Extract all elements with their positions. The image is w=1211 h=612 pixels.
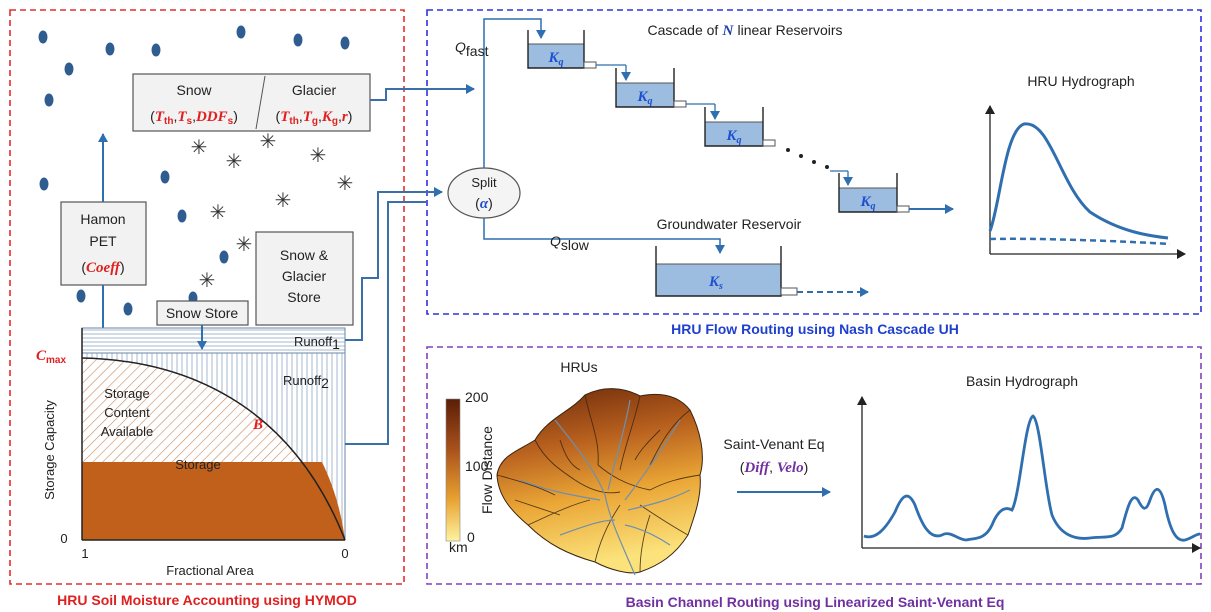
svg-text:Split: Split [471, 175, 497, 190]
runoff2-to-channel-flow [345, 201, 426, 445]
bottom-right-panel-frame [426, 346, 1202, 585]
runoff2-label: Runoff2 [283, 373, 329, 391]
left-panel-frame [9, 9, 405, 585]
top-right-panel-caption: HRU Flow Routing using Nash Cascade UH [671, 321, 959, 337]
svg-text:✳: ✳ [260, 129, 277, 153]
snow-label: Snow [176, 82, 212, 98]
top-right-panel-frame [426, 9, 1202, 315]
nash-reservoir-2: Kq [615, 68, 687, 108]
hrus-title: HRUs [560, 359, 597, 375]
svg-text:✳: ✳ [226, 149, 243, 173]
svg-text:Glacier: Glacier [282, 268, 327, 284]
cascade-title: Cascade of N linear Reservoirs [647, 22, 842, 39]
svg-text:✳: ✳ [337, 171, 354, 195]
svg-text:✳: ✳ [210, 200, 227, 224]
basin-hru-map [496, 388, 703, 576]
hru-hydrograph [985, 105, 1186, 259]
svg-text:200: 200 [465, 389, 489, 405]
storage-content-line3: Available [101, 424, 154, 439]
storage-content-line2: Content [104, 405, 150, 420]
snow-glacier-store-box: Snow & Glacier Store [255, 231, 354, 326]
x-tick-right: 0 [341, 546, 348, 561]
nash-reservoir-1: Kq [527, 30, 597, 69]
flow-distance-colorbar: 200 100 0 Flow Distance km [445, 389, 495, 555]
svg-text:Store: Store [287, 289, 321, 305]
basin-hydrograph [857, 396, 1201, 553]
nash-reservoir-3: Kq [704, 107, 776, 147]
svg-text:✳: ✳ [236, 232, 253, 256]
svg-text:100: 100 [465, 458, 489, 474]
glacier-label: Glacier [292, 82, 337, 98]
cmax-label: Cmax [36, 348, 66, 366]
svg-text:✳: ✳ [310, 143, 327, 167]
qslow-label: Qslow [550, 233, 590, 253]
glacier-params: (Tth,Tg,Kg,r) [276, 108, 353, 127]
pet-line2: PET [89, 233, 117, 249]
storage-content-line1: Storage [104, 386, 150, 401]
kq-label-n: Kq [859, 194, 875, 212]
ks-label: Ks [708, 274, 723, 292]
groundwater-reservoir: Ks [655, 246, 798, 297]
glacier-to-split-flow [370, 84, 475, 101]
snow-store-box: Snow Store [156, 300, 249, 326]
groundwater-title: Groundwater Reservoir [657, 216, 802, 232]
y-tick-zero: 0 [60, 531, 67, 546]
b-parameter: B [252, 417, 263, 433]
saint-venant-params: (Diff, Velo) [740, 459, 809, 476]
x-axis-label: Fractional Area [166, 563, 254, 578]
qfast-line [483, 18, 546, 168]
hymod-storage [81, 327, 346, 541]
hru-hydrograph-title: HRU Hydrograph [1027, 73, 1134, 89]
store-to-split-flow [345, 187, 443, 341]
pet-line1: Hamon [80, 211, 125, 227]
hamon-pet-box: Hamon PET (Coeff) [60, 201, 147, 286]
basin-hydrograph-title: Basin Hydrograph [966, 373, 1078, 389]
kq-label-3: Kq [725, 128, 741, 146]
svg-text:km: km [449, 539, 468, 555]
storage-label: Storage [175, 457, 221, 472]
snow-glacier-box: Snow Glacier (Tth,Ts,DDFs) (Tth,Tg,Kg,r) [132, 73, 371, 132]
qfast-label: Qfast [455, 39, 489, 59]
svg-text:Flow Distance: Flow Distance [479, 426, 495, 514]
runoff1-label: Runoff1 [294, 334, 340, 352]
saint-venant-label: Saint-Venant Eq [723, 436, 824, 452]
svg-text:Snow &: Snow & [280, 247, 329, 263]
split-node: Split (α) [447, 167, 521, 219]
split-param: (α) [475, 195, 493, 212]
kq-label-2: Kq [636, 89, 652, 107]
x-tick-left: 1 [81, 546, 88, 561]
pet-param: (Coeff) [81, 259, 124, 276]
svg-text:✳: ✳ [191, 135, 208, 159]
svg-text:Snow Store: Snow Store [166, 305, 239, 321]
svg-text:✳: ✳ [199, 268, 216, 292]
svg-text:✳: ✳ [275, 188, 292, 212]
left-panel-caption: HRU Soil Moisture Accounting using HYMOD [57, 592, 357, 608]
nash-reservoir-n: Kq [838, 173, 910, 213]
cascade-ellipsis [786, 148, 829, 169]
snowflakes: ✳ ✳ ✳ ✳ ✳ ✳ ✳ ✳ ✳ [191, 129, 354, 292]
snow-params: (Tth,Ts,DDFs) [150, 108, 238, 127]
bottom-right-panel-caption: Basin Channel Routing using Linearized S… [626, 594, 1005, 610]
raindrops [38, 25, 350, 316]
qslow-line [483, 218, 725, 254]
kq-label-1: Kq [547, 50, 563, 68]
y-axis-label: Storage Capacity [42, 400, 57, 500]
svg-text:0: 0 [467, 529, 475, 545]
